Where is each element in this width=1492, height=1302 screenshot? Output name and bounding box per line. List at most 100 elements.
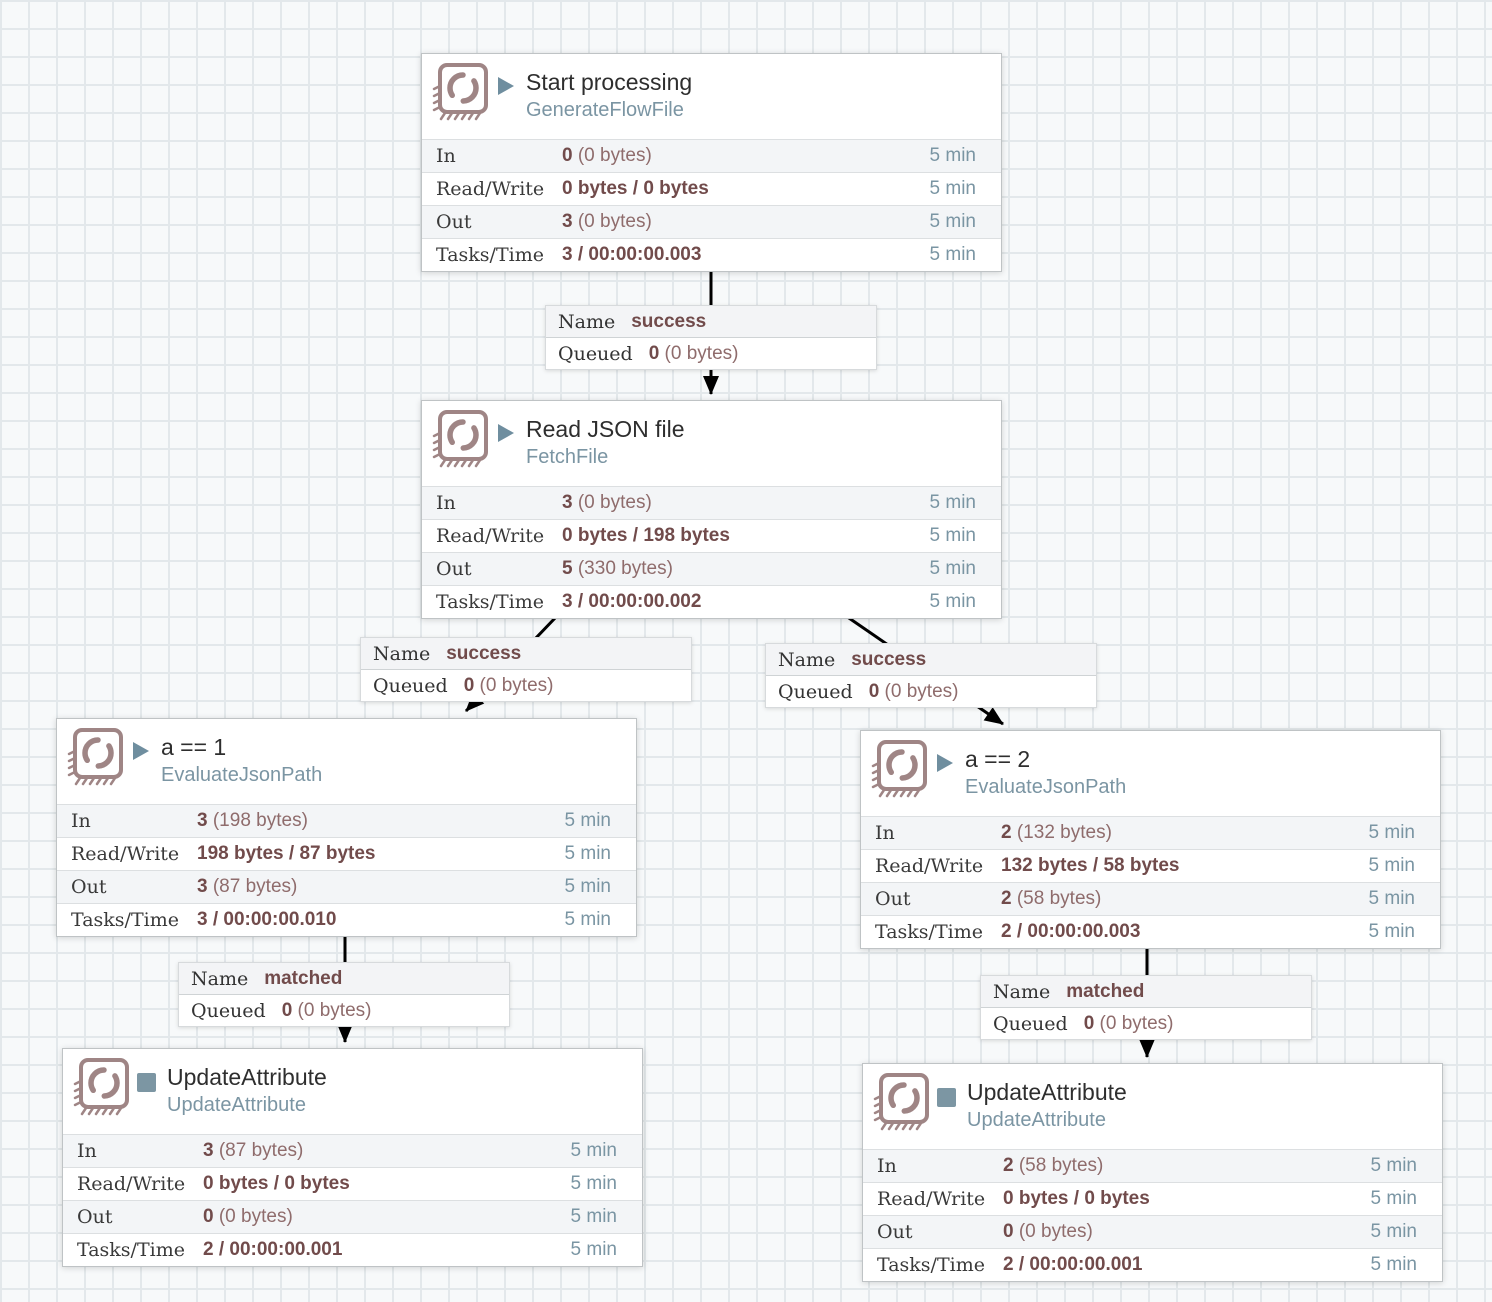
processor-update-attribute-left[interactable]: UpdateAttribute UpdateAttribute In 3 (87… — [62, 1048, 643, 1267]
stat-row-taskstime: Tasks/Time 2 / 00:00:00.001 5 min — [63, 1233, 642, 1266]
stat-label: In — [875, 822, 1001, 844]
processor-type: EvaluateJsonPath — [161, 762, 322, 788]
connection-queued-value: 0 (0 bytes) — [869, 681, 959, 703]
processor-type: UpdateAttribute — [967, 1107, 1127, 1133]
stat-value: 0 (0 bytes) — [562, 145, 930, 167]
stat-label: Out — [436, 211, 562, 233]
stat-label: Tasks/Time — [436, 244, 562, 266]
stat-label: Out — [875, 888, 1001, 910]
stat-value: 3 / 00:00:00.003 — [562, 244, 930, 266]
stat-label: Out — [436, 558, 562, 580]
stat-window: 5 min — [1371, 1155, 1417, 1177]
stat-label: Read/Write — [436, 178, 562, 200]
connection-name-key: Name — [191, 968, 248, 990]
connection-name-value: success — [631, 311, 706, 333]
processor-start-processing[interactable]: Start processing GenerateFlowFile In 0 (… — [421, 53, 1002, 272]
connection-name-key: Name — [558, 311, 615, 333]
processor-type: UpdateAttribute — [167, 1092, 327, 1118]
processor-update-attribute-right[interactable]: UpdateAttribute UpdateAttribute In 2 (58… — [862, 1063, 1443, 1282]
processor-icon — [431, 409, 491, 478]
stat-row-in: In 3 (0 bytes) 5 min — [422, 486, 1001, 519]
stat-label: Tasks/Time — [71, 909, 197, 931]
connection-queued-row: Queued 0 (0 bytes) — [361, 670, 691, 701]
stat-window: 5 min — [930, 178, 976, 200]
processor-name: Start processing — [526, 67, 692, 97]
stat-window: 5 min — [565, 909, 611, 931]
connection-name-row: Name matched — [981, 976, 1311, 1008]
processor-a-equals-1[interactable]: a == 1 EvaluateJsonPath In 3 (198 bytes)… — [56, 718, 637, 937]
stat-label: Tasks/Time — [875, 921, 1001, 943]
stat-window: 5 min — [565, 843, 611, 865]
stat-window: 5 min — [571, 1173, 617, 1195]
stat-value: 2 / 00:00:00.003 — [1001, 921, 1369, 943]
processor-name: a == 2 — [965, 744, 1126, 774]
stat-window: 5 min — [930, 244, 976, 266]
processor-stats: In 2 (58 bytes) 5 min Read/Write 0 bytes… — [863, 1149, 1442, 1281]
stat-value: 0 bytes / 0 bytes — [203, 1173, 571, 1195]
processor-name: UpdateAttribute — [967, 1077, 1127, 1107]
stat-window: 5 min — [930, 145, 976, 167]
stat-row-taskstime: Tasks/Time 2 / 00:00:00.003 5 min — [861, 915, 1440, 948]
processor-header: UpdateAttribute UpdateAttribute — [863, 1064, 1442, 1149]
connection-queued-value: 0 (0 bytes) — [282, 1000, 372, 1022]
stat-window: 5 min — [1371, 1221, 1417, 1243]
processor-type: EvaluateJsonPath — [965, 774, 1126, 800]
processor-stats: In 0 (0 bytes) 5 min Read/Write 0 bytes … — [422, 139, 1001, 271]
stat-label: Tasks/Time — [77, 1239, 203, 1261]
stat-label: In — [436, 145, 562, 167]
connection-name-row: Name success — [361, 638, 691, 670]
connection-name-key: Name — [993, 981, 1050, 1003]
connection-name-value: success — [851, 649, 926, 671]
stat-row-in: In 2 (58 bytes) 5 min — [863, 1149, 1442, 1182]
stat-window: 5 min — [1371, 1254, 1417, 1276]
stat-row-readwrite: Read/Write 0 bytes / 0 bytes 5 min — [422, 172, 1001, 205]
connection-queued-value: 0 (0 bytes) — [1084, 1013, 1174, 1035]
stat-label: In — [71, 810, 197, 832]
stat-window: 5 min — [565, 810, 611, 832]
connection-label-success-2[interactable]: Name success Queued 0 (0 bytes) — [360, 637, 692, 702]
stat-value: 0 (0 bytes) — [1003, 1221, 1371, 1243]
connection-queued-value: 0 (0 bytes) — [649, 343, 739, 365]
processor-icon — [872, 1072, 932, 1141]
stat-window: 5 min — [571, 1140, 617, 1162]
stat-label: Out — [77, 1206, 203, 1228]
stopped-icon — [937, 1088, 956, 1107]
stat-row-taskstime: Tasks/Time 2 / 00:00:00.001 5 min — [863, 1248, 1442, 1281]
processor-a-equals-2[interactable]: a == 2 EvaluateJsonPath In 2 (132 bytes)… — [860, 730, 1441, 949]
stat-value: 3 (87 bytes) — [197, 876, 565, 898]
stat-label: Read/Write — [71, 843, 197, 865]
connection-name-value: success — [446, 643, 521, 665]
stat-value: 0 bytes / 198 bytes — [562, 525, 930, 547]
stat-window: 5 min — [930, 591, 976, 613]
stat-label: Tasks/Time — [436, 591, 562, 613]
connection-queued-row: Queued 0 (0 bytes) — [546, 338, 876, 369]
stat-window: 5 min — [1369, 888, 1415, 910]
connection-name-value: matched — [264, 968, 342, 990]
connection-name-row: Name success — [546, 306, 876, 338]
processor-header: Start processing GenerateFlowFile — [422, 54, 1001, 139]
stat-label: In — [877, 1155, 1003, 1177]
connection-queued-key: Queued — [191, 1000, 266, 1022]
connection-label-success-3[interactable]: Name success Queued 0 (0 bytes) — [765, 643, 1097, 708]
connection-name-row: Name matched — [179, 963, 509, 995]
stat-label: Read/Write — [877, 1188, 1003, 1210]
running-icon — [496, 76, 516, 101]
running-icon — [131, 741, 151, 766]
stat-window: 5 min — [571, 1239, 617, 1261]
processor-header: a == 2 EvaluateJsonPath — [861, 731, 1440, 816]
connection-label-success-1[interactable]: Name success Queued 0 (0 bytes) — [545, 305, 877, 370]
stat-value: 3 / 00:00:00.002 — [562, 591, 930, 613]
connection-queued-key: Queued — [558, 343, 633, 365]
stat-value: 0 bytes / 0 bytes — [1003, 1188, 1371, 1210]
processor-read-json-file[interactable]: Read JSON file FetchFile In 3 (0 bytes) … — [421, 400, 1002, 619]
processor-type: GenerateFlowFile — [526, 97, 692, 123]
connection-label-matched-right[interactable]: Name matched Queued 0 (0 bytes) — [980, 975, 1312, 1040]
stat-value: 3 (0 bytes) — [562, 492, 930, 514]
stat-value: 2 / 00:00:00.001 — [203, 1239, 571, 1261]
stat-value: 3 (0 bytes) — [562, 211, 930, 233]
connection-label-matched-left[interactable]: Name matched Queued 0 (0 bytes) — [178, 962, 510, 1027]
stat-window: 5 min — [1369, 822, 1415, 844]
connection-queued-row: Queued 0 (0 bytes) — [981, 1008, 1311, 1039]
stat-row-readwrite: Read/Write 0 bytes / 198 bytes 5 min — [422, 519, 1001, 552]
